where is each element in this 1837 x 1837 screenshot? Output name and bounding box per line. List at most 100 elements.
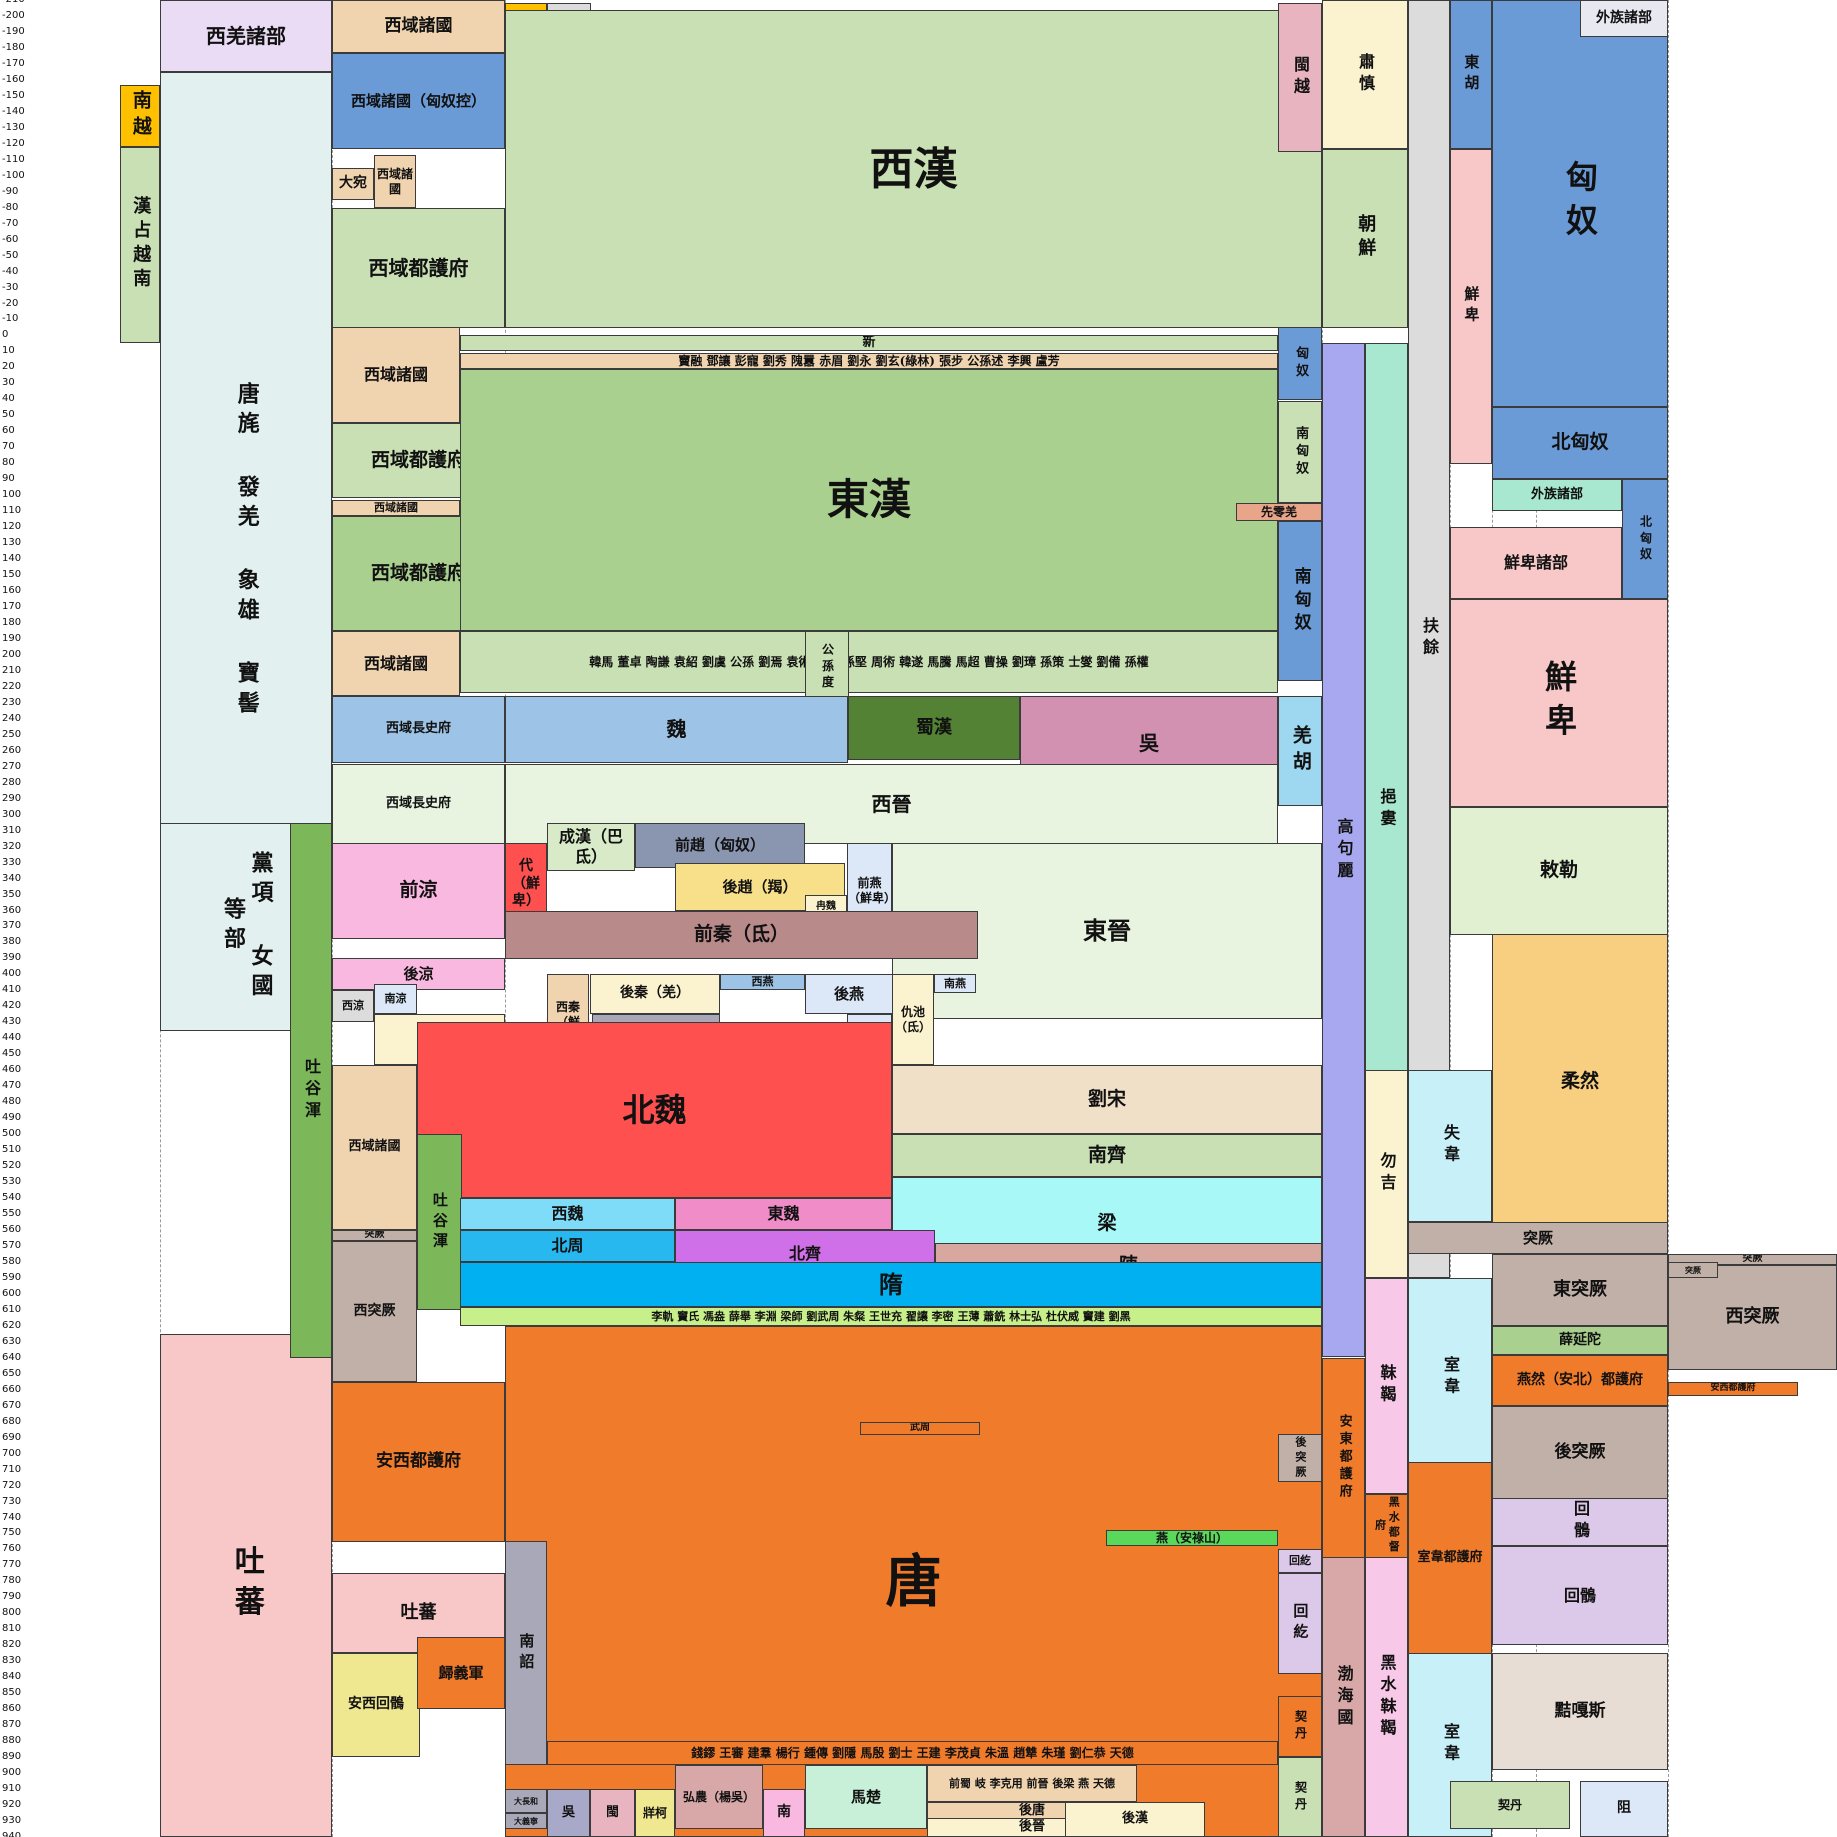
year-tick: 580 bbox=[2, 1255, 22, 1267]
polity-block: 肅慎 bbox=[1322, 0, 1408, 149]
polity-name: 北匈奴 bbox=[1638, 514, 1653, 564]
year-tick: 30 bbox=[2, 377, 15, 389]
polity-name: 馬楚 bbox=[850, 1787, 881, 1806]
polity-name: 西域諸國 bbox=[384, 15, 453, 36]
year-tick: -160 bbox=[2, 73, 25, 85]
polity-name: 梁 bbox=[1097, 1211, 1117, 1234]
polity-name: 安東都護府 bbox=[1336, 1414, 1352, 1502]
polity-name: 安西都護府 bbox=[1710, 1383, 1756, 1394]
polity-name: 後唐 bbox=[1018, 1803, 1045, 1819]
polity-name: 回紇 bbox=[1291, 1603, 1310, 1644]
polity-name: 公孫度 bbox=[820, 642, 835, 692]
polity-name: 室韋都護府 bbox=[1417, 1549, 1483, 1565]
year-tick: 680 bbox=[2, 1415, 22, 1427]
polity-block: 前趙（匈奴） bbox=[635, 823, 805, 868]
year-tick: -50 bbox=[2, 249, 19, 261]
polity-block: 李軌 竇氏 馮盎 薛舉 李淵 梁師 劉武周 朱粲 王世充 翟讓 李密 王薄 蕭銑… bbox=[460, 1307, 1322, 1326]
year-tick: -170 bbox=[2, 57, 25, 69]
year-tick: 110 bbox=[2, 505, 22, 517]
polity-name: 高句麗 bbox=[1334, 817, 1354, 883]
polity-block: 吐谷渾 bbox=[417, 1134, 462, 1310]
polity-name: 大宛 bbox=[339, 175, 367, 192]
year-tick: 820 bbox=[2, 1639, 22, 1651]
year-tick: -110 bbox=[2, 153, 25, 165]
polity-name: 弘農（楊吳） bbox=[682, 1789, 755, 1804]
polity-block: 後秦（羌） bbox=[590, 974, 720, 1014]
year-tick: 630 bbox=[2, 1335, 22, 1347]
polity-block: 南越 bbox=[120, 85, 160, 147]
polity-block: 靺鞨 bbox=[1365, 1278, 1408, 1494]
polity-name: 西燕 bbox=[751, 975, 774, 989]
polity-block: 黠嘎斯 bbox=[1492, 1653, 1668, 1770]
year-tick: 730 bbox=[2, 1495, 22, 1507]
polity-block: 西域諸國 bbox=[332, 500, 460, 516]
polity-name: 黑水靺鞨 bbox=[1377, 1653, 1397, 1741]
polity-name: 東突厥 bbox=[1553, 1278, 1607, 1300]
polity-name: 回鶻 bbox=[1571, 1500, 1590, 1544]
year-tick: 170 bbox=[2, 601, 22, 612]
year-tick: -100 bbox=[2, 169, 25, 181]
polity-block: 西突厥 bbox=[1668, 1265, 1837, 1370]
polity-name: 柔然 bbox=[1560, 1070, 1599, 1093]
polity-name: 匈奴 bbox=[1561, 160, 1599, 247]
polity-name: 南 bbox=[777, 1804, 791, 1821]
polity-name: 契丹 bbox=[1293, 1710, 1308, 1743]
polity-block: 西域長史府 bbox=[332, 764, 505, 844]
year-tick: -210 bbox=[2, 0, 42, 6]
polity-name: 黑水都督府 bbox=[1373, 1496, 1401, 1556]
polity-name: 仇池（氐） bbox=[894, 1004, 931, 1034]
polity-block: 契丹 bbox=[1450, 1781, 1570, 1829]
polity-block: 蜀漢 bbox=[848, 696, 1020, 760]
year-tick: 920 bbox=[2, 1799, 22, 1811]
polity-name: 扶餘 bbox=[1420, 617, 1439, 661]
polity-block: 東突厥 bbox=[1492, 1254, 1668, 1326]
year-tick: 130 bbox=[2, 537, 22, 549]
polity-block: 西域長史府 bbox=[332, 696, 505, 763]
polity-block: 西域諸國 bbox=[332, 631, 460, 696]
year-tick: 760 bbox=[2, 1543, 22, 1555]
polity-name: 勿吉 bbox=[1377, 1152, 1397, 1196]
polity-block: 鮮卑諸部 bbox=[1450, 527, 1622, 599]
polity-name: 突厥 bbox=[1742, 1254, 1763, 1265]
year-tick: 610 bbox=[2, 1303, 22, 1315]
polity-block: 西突厥 bbox=[332, 1241, 417, 1382]
polity-name: 西魏 bbox=[551, 1204, 584, 1223]
polity-block: 突厥 bbox=[1668, 1262, 1718, 1278]
polity-name: 後趙（羯） bbox=[722, 877, 798, 896]
polity-name: 靺鞨 bbox=[1377, 1364, 1397, 1408]
polity-name: 西漢 bbox=[869, 143, 958, 195]
year-tick: 340 bbox=[2, 872, 22, 884]
polity-name: 西域諸國 bbox=[376, 166, 413, 196]
polity-name: 北魏 bbox=[622, 1091, 687, 1129]
year-tick: 420 bbox=[2, 1000, 22, 1012]
polity-block: 錢鏐 王審 建羣 楊行 鍾傳 劉隱 馬殷 劉士 王建 李茂貞 朱溫 趙犨 朱瑾 … bbox=[547, 1741, 1278, 1765]
year-tick: 790 bbox=[2, 1591, 22, 1603]
polity-block: 安東都護府 bbox=[1322, 1358, 1365, 1558]
year-tick: 40 bbox=[2, 393, 15, 405]
year-tick: 440 bbox=[2, 1032, 22, 1044]
polity-block: 仇池（氐） bbox=[892, 974, 934, 1065]
polity-block: 黑水靺鞨 bbox=[1365, 1557, 1408, 1837]
year-tick: 380 bbox=[2, 936, 22, 948]
year-tick: 320 bbox=[2, 840, 22, 852]
polity-name: 突厥 bbox=[364, 1230, 385, 1241]
year-tick: 220 bbox=[2, 680, 22, 692]
polity-name: 西域諸國 bbox=[363, 365, 428, 384]
polity-name: 南涼 bbox=[384, 992, 407, 1006]
polity-name: 南燕 bbox=[944, 976, 966, 990]
polity-block: 魏 bbox=[505, 696, 848, 763]
year-tick: -30 bbox=[2, 281, 19, 293]
polity-block: 回紇 bbox=[1278, 1549, 1322, 1573]
polity-name: 西晉 bbox=[871, 791, 912, 816]
year-tick: 150 bbox=[2, 569, 22, 581]
polity-block: 南涼 bbox=[374, 984, 417, 1014]
polity-block: 西魏 bbox=[460, 1198, 675, 1230]
polity-block: 牂柯 bbox=[635, 1789, 675, 1837]
polity-block: 朝鮮 bbox=[1322, 149, 1408, 328]
year-tick: 250 bbox=[2, 728, 22, 740]
polity-block: 前蜀 岐 李克用 前晉 後梁 燕 天德 bbox=[927, 1765, 1137, 1802]
polity-name: 西域都護府 bbox=[368, 255, 469, 280]
polity-block: 後涼 bbox=[332, 958, 505, 990]
polity-block: 後突厥 bbox=[1492, 1406, 1668, 1499]
polity-name: 外族諸部 bbox=[1530, 486, 1583, 502]
